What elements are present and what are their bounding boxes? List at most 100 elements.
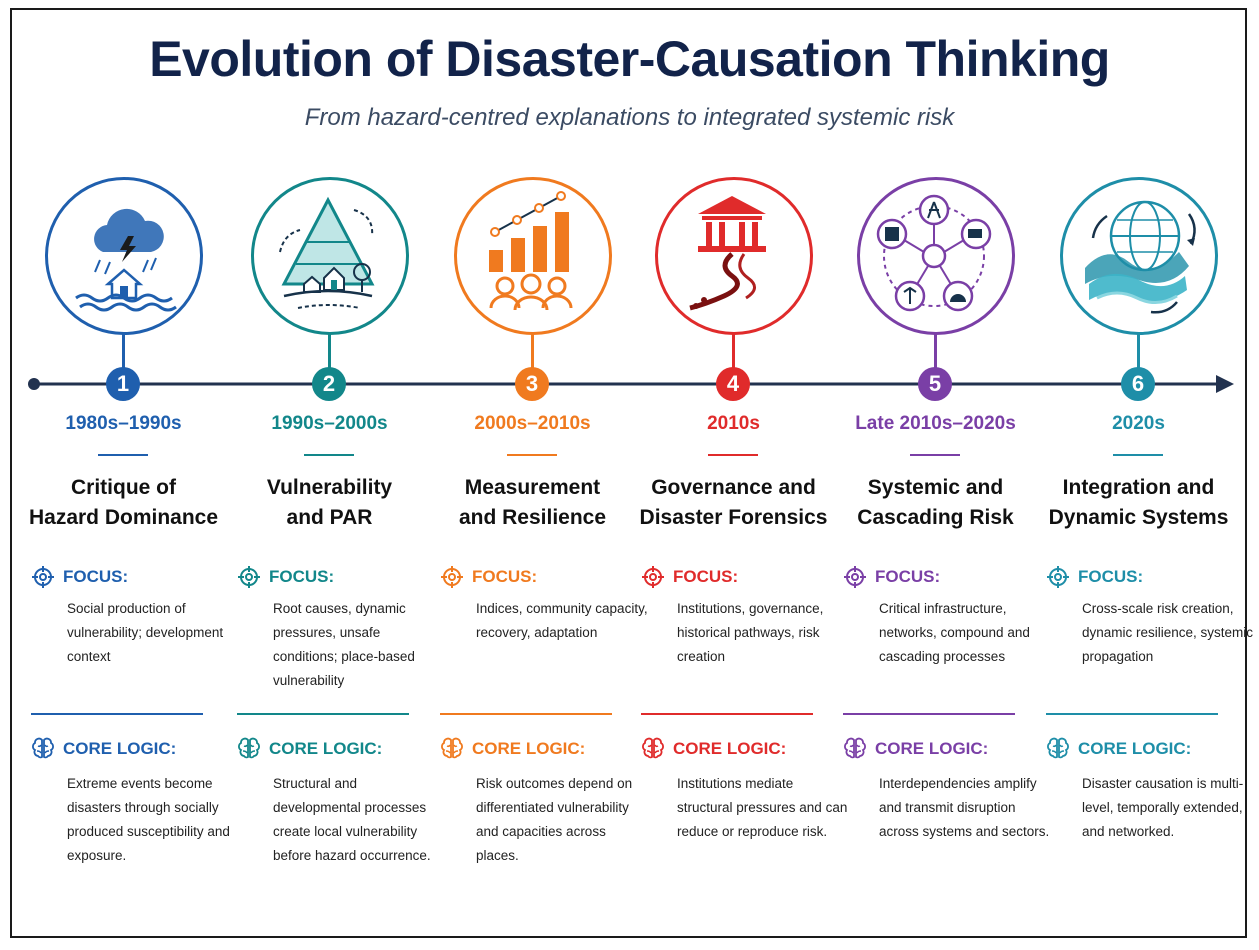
- section-divider: [440, 713, 612, 715]
- institution-path-icon: [689, 196, 766, 311]
- core-logic-label: CORE LOGIC:: [1078, 739, 1192, 758]
- brain-icon: [844, 737, 866, 759]
- target-icon: [32, 566, 54, 588]
- section-divider: [641, 713, 813, 715]
- storm-house-icon: [75, 208, 177, 312]
- focus-label: FOCUS:: [63, 567, 129, 586]
- period-underline: [304, 454, 354, 456]
- pyramid-village-icon: [279, 196, 375, 309]
- focus-heading: FOCUS:: [1046, 565, 1143, 589]
- page-title: Evolution of Disaster-Causation Thinking: [149, 31, 1110, 87]
- section-divider: [31, 713, 203, 715]
- core-logic-text: Interdependencies amplify and transmit d…: [879, 776, 1050, 839]
- core-logic-text: Disaster causation is multi-level, tempo…: [1082, 776, 1244, 839]
- stage-number: 6: [1121, 367, 1155, 401]
- core-logic-text: Extreme events become disasters through …: [67, 776, 230, 863]
- core-logic-text: Institutions mediate structural pressure…: [677, 776, 848, 839]
- focus-label: FOCUS:: [269, 567, 335, 586]
- stage-connector: [122, 334, 125, 368]
- core-logic-label: CORE LOGIC:: [269, 739, 383, 758]
- period-underline: [98, 454, 148, 456]
- stage-connector: [732, 334, 735, 368]
- focus-heading: FOCUS:: [641, 565, 738, 589]
- focus-text: Social production of vulnerability; deve…: [67, 601, 224, 664]
- stage-period: 2020s: [1112, 413, 1165, 434]
- stage-number: 4: [716, 367, 750, 401]
- target-icon: [642, 566, 664, 588]
- core-logic-heading: CORE LOGIC:: [843, 737, 988, 761]
- period-underline: [708, 454, 758, 456]
- core-logic-heading: CORE LOGIC:: [31, 737, 176, 761]
- period-underline: [910, 454, 960, 456]
- section-divider: [843, 713, 1015, 715]
- stage-number: 5: [918, 367, 952, 401]
- stage-illustration: [45, 177, 203, 335]
- stage-number: 2: [312, 367, 346, 401]
- brain-icon: [1047, 737, 1069, 759]
- brain-icon: [32, 737, 54, 759]
- core-logic-label: CORE LOGIC:: [673, 739, 787, 758]
- core-logic-heading: CORE LOGIC:: [1046, 737, 1191, 761]
- core-logic-heading: CORE LOGIC:: [440, 737, 585, 761]
- brain-icon: [642, 737, 664, 759]
- stage-illustration: [251, 177, 409, 335]
- focus-text: Critical infrastructure, networks, compo…: [879, 601, 1030, 664]
- chart-community-icon: [489, 191, 573, 311]
- focus-text: Cross-scale risk creation, dynamic resil…: [1082, 601, 1254, 664]
- core-logic-heading: CORE LOGIC:: [641, 737, 786, 761]
- focus-label: FOCUS:: [1078, 567, 1144, 586]
- focus-heading: FOCUS:: [31, 565, 128, 589]
- stage-illustration: [1060, 177, 1218, 335]
- outer-frame: [10, 8, 1247, 938]
- network-infrastructure-icon: [876, 194, 992, 312]
- target-icon: [1047, 566, 1069, 588]
- stage-number: 1: [106, 367, 140, 401]
- stage-connector: [1137, 334, 1140, 368]
- brain-icon: [441, 737, 463, 759]
- core-logic-label: CORE LOGIC:: [63, 739, 177, 758]
- period-underline: [1113, 454, 1163, 456]
- period-underline: [507, 454, 557, 456]
- focus-heading: FOCUS:: [237, 565, 334, 589]
- focus-label: FOCUS:: [673, 567, 739, 586]
- stage-period: 1990s–2000s: [271, 413, 388, 434]
- stage-number: 3: [515, 367, 549, 401]
- focus-heading: FOCUS:: [440, 565, 537, 589]
- stage-illustration: [655, 177, 813, 335]
- core-logic-label: CORE LOGIC:: [875, 739, 989, 758]
- target-icon: [844, 566, 866, 588]
- page-subtitle: From hazard-centred explanations to inte…: [304, 104, 955, 131]
- focus-label: FOCUS:: [472, 567, 538, 586]
- stage-connector: [934, 334, 937, 368]
- section-divider: [1046, 713, 1218, 715]
- stage-connector: [531, 334, 534, 368]
- focus-label: FOCUS:: [875, 567, 941, 586]
- stage-illustration: [454, 177, 612, 335]
- core-logic-text: Risk outcomes depend on differentiated v…: [476, 776, 633, 863]
- stage-period: 2000s–2010s: [474, 413, 591, 434]
- core-logic-label: CORE LOGIC:: [472, 739, 586, 758]
- target-icon: [238, 566, 260, 588]
- target-icon: [441, 566, 463, 588]
- focus-text: Institutions, governance, historical pat…: [677, 601, 824, 664]
- stage-period: 1980s–1990s: [65, 413, 182, 434]
- focus-text: Indices, community capacity, recovery, a…: [476, 601, 648, 640]
- core-logic-heading: CORE LOGIC:: [237, 737, 382, 761]
- globe-waves-icon: [1085, 200, 1196, 314]
- core-logic-text: Structural and developmental processes c…: [273, 776, 431, 863]
- stage-connector: [328, 334, 331, 368]
- stage-period: 2010s: [707, 413, 760, 434]
- brain-icon: [238, 737, 260, 759]
